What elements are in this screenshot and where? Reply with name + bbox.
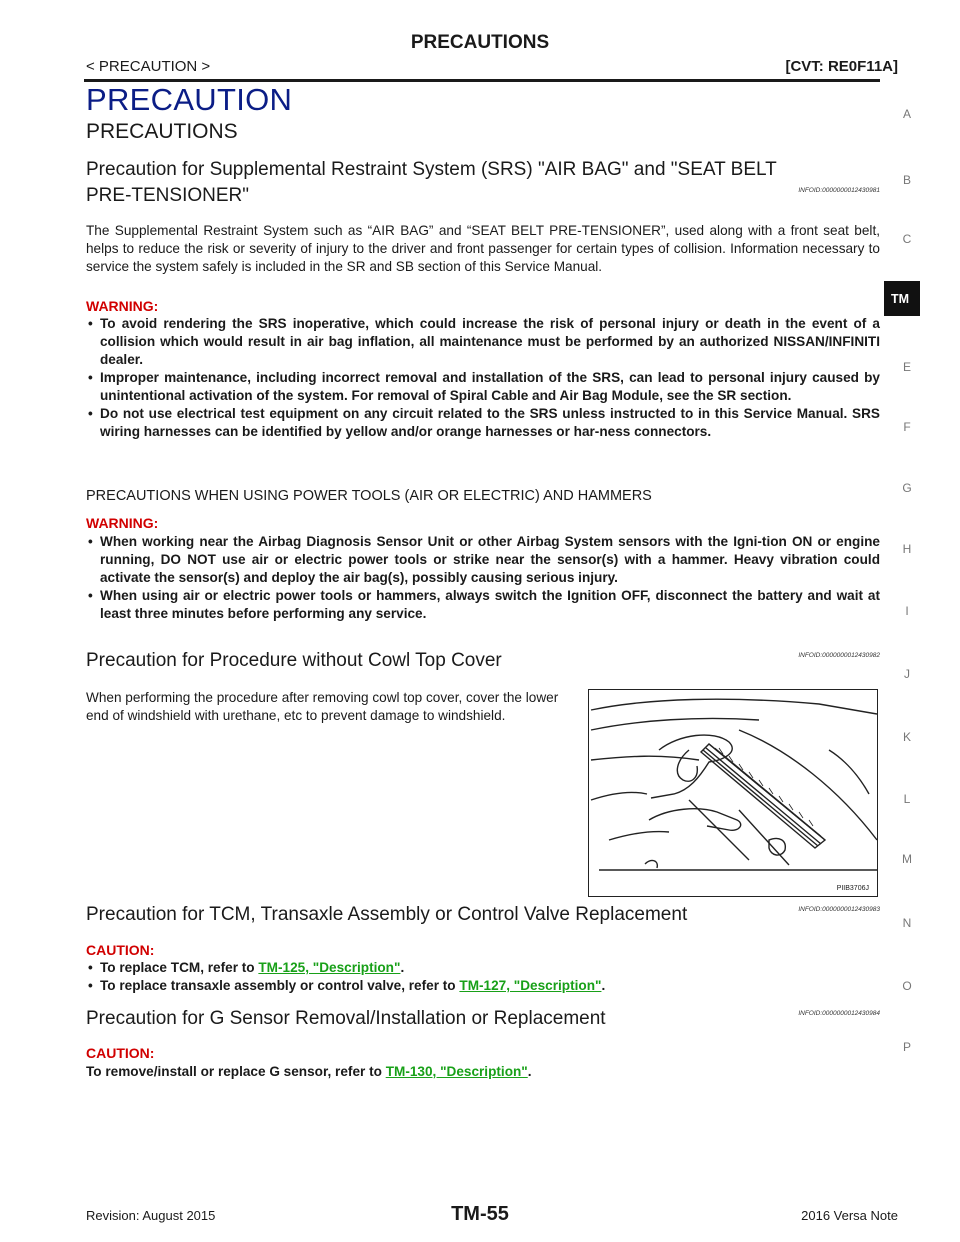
gsensor-caution-text: To remove/install or replace G sensor, r… [86, 1063, 880, 1081]
index-letter-k[interactable]: K [902, 730, 911, 744]
active-index-tab[interactable] [884, 281, 920, 316]
index-letter-j[interactable]: J [904, 667, 910, 681]
index-letter-p[interactable]: P [902, 1040, 911, 1054]
srs-infoid: INFOID:0000000012430981 [798, 187, 880, 194]
power-tools-warning-text: When working near the Airbag Diagnosis S… [100, 534, 880, 585]
model-tag: [CVT: RE0F11A] [785, 58, 898, 75]
power-tools-warning-list: • When working near the Airbag Diagnosis… [86, 533, 880, 623]
gsensor-infoid: INFOID:0000000012430984 [798, 1010, 880, 1017]
bullet-glyph: • [88, 978, 93, 993]
tcm-caution-item: • To replace transaxle assembly or contr… [86, 977, 880, 995]
index-letter-n[interactable]: N [902, 916, 912, 930]
srs-heading: Precaution for Supplemental Restraint Sy… [86, 157, 886, 209]
cowl-body: When performing the procedure after remo… [86, 690, 559, 723]
gsensor-prefix: To remove/install or replace G sensor, r… [86, 1064, 386, 1079]
srs-warning-item: • To avoid rendering the SRS inoperative… [86, 315, 880, 369]
index-letter-o[interactable]: O [902, 979, 912, 993]
bullet-glyph: • [88, 316, 93, 331]
power-tools-warning-item: • When working near the Airbag Diagnosis… [86, 533, 880, 587]
cowl-infoid: INFOID:0000000012430982 [798, 652, 880, 659]
power-tools-warning-label: WARNING: [86, 515, 159, 531]
tm-130-link[interactable]: TM-130, "Description" [385, 1064, 528, 1079]
tcm-item2-prefix: To replace transaxle assembly or control… [100, 978, 460, 993]
cowl-illustration: PIIB3706J [588, 689, 878, 897]
srs-warning-text: Improper maintenance, including incorrec… [100, 370, 880, 403]
index-letter-i[interactable]: I [905, 604, 909, 618]
gsensor-suffix: . [527, 1064, 532, 1079]
index-letter-a[interactable]: A [902, 107, 911, 121]
tcm-heading-row: Precaution for TCM, Transaxle Assembly o… [86, 902, 886, 928]
breadcrumb: < PRECAUTION > [86, 58, 211, 75]
header-rule [84, 79, 880, 82]
running-title: PRECAUTIONS [410, 32, 550, 53]
section-title: PRECAUTION [86, 82, 293, 117]
srs-warning-list: • To avoid rendering the SRS inoperative… [86, 315, 880, 441]
model-year: 2016 Versa Note [801, 1208, 898, 1223]
srs-warning-text: Do not use electrical test equipment on … [100, 406, 880, 439]
srs-heading-line1: Precaution for Supplemental Restraint Sy… [86, 159, 777, 180]
gsensor-caution-label: CAUTION: [86, 1045, 155, 1061]
srs-warning-item: • Do not use electrical test equipment o… [86, 405, 880, 441]
index-letter-b[interactable]: B [902, 173, 911, 187]
gsensor-heading-row: Precaution for G Sensor Removal/Installa… [86, 1006, 886, 1032]
tcm-item1-suffix: . [400, 960, 405, 975]
bullet-glyph: • [88, 588, 93, 603]
power-tools-heading: PRECAUTIONS WHEN USING POWER TOOLS (AIR … [86, 488, 652, 504]
active-index-tab-label: TM [891, 292, 910, 306]
figure-code: PIIB3706J [836, 885, 869, 892]
index-letter-c[interactable]: C [902, 232, 912, 246]
srs-body: The Supplemental Restraint System such a… [86, 223, 880, 274]
srs-warning-text: To avoid rendering the SRS inoperative, … [100, 316, 880, 367]
power-tools-warning-item: • When using air or electric power tools… [86, 587, 880, 623]
tcm-heading: Precaution for TCM, Transaxle Assembly o… [86, 904, 688, 925]
power-tools-warning-text: When using air or electric power tools o… [100, 588, 880, 621]
windshield-illustration [590, 698, 877, 871]
index-letter-f[interactable]: F [903, 420, 911, 434]
cowl-heading: Precaution for Procedure without Cowl To… [86, 650, 502, 671]
tcm-caution-item: • To replace TCM, refer to TM-125, "Desc… [86, 959, 880, 977]
tm-125-link[interactable]: TM-125, "Description" [258, 960, 401, 975]
cowl-heading-row: Precaution for Procedure without Cowl To… [86, 648, 886, 674]
index-letter-m[interactable]: M [902, 852, 912, 866]
page-number: TM-55 [451, 1203, 509, 1225]
tcm-item1-prefix: To replace TCM, refer to [100, 960, 259, 975]
tcm-item2-suffix: . [601, 978, 606, 993]
section-subtitle: PRECAUTIONS [86, 120, 238, 143]
bullet-glyph: • [88, 534, 93, 549]
tcm-caution-label: CAUTION: [86, 942, 155, 958]
index-letter-g[interactable]: G [902, 481, 912, 495]
revision-date: Revision: August 2015 [86, 1208, 216, 1223]
index-letter-e[interactable]: E [902, 360, 911, 374]
srs-warning-item: • Improper maintenance, including incorr… [86, 369, 880, 405]
bullet-glyph: • [88, 406, 93, 421]
gsensor-heading: Precaution for G Sensor Removal/Installa… [86, 1008, 606, 1029]
srs-heading-line2: PRE-TENSIONER" [86, 185, 249, 206]
tcm-caution-list: • To replace TCM, refer to TM-125, "Desc… [86, 959, 880, 995]
index-letter-l[interactable]: L [903, 792, 911, 806]
bullet-glyph: • [88, 370, 93, 385]
tcm-infoid: INFOID:0000000012430983 [798, 906, 880, 913]
bullet-glyph: • [88, 960, 93, 975]
index-letter-h[interactable]: H [902, 542, 912, 556]
srs-warning-label: WARNING: [86, 298, 159, 314]
tm-127-link[interactable]: TM-127, "Description" [459, 978, 602, 993]
